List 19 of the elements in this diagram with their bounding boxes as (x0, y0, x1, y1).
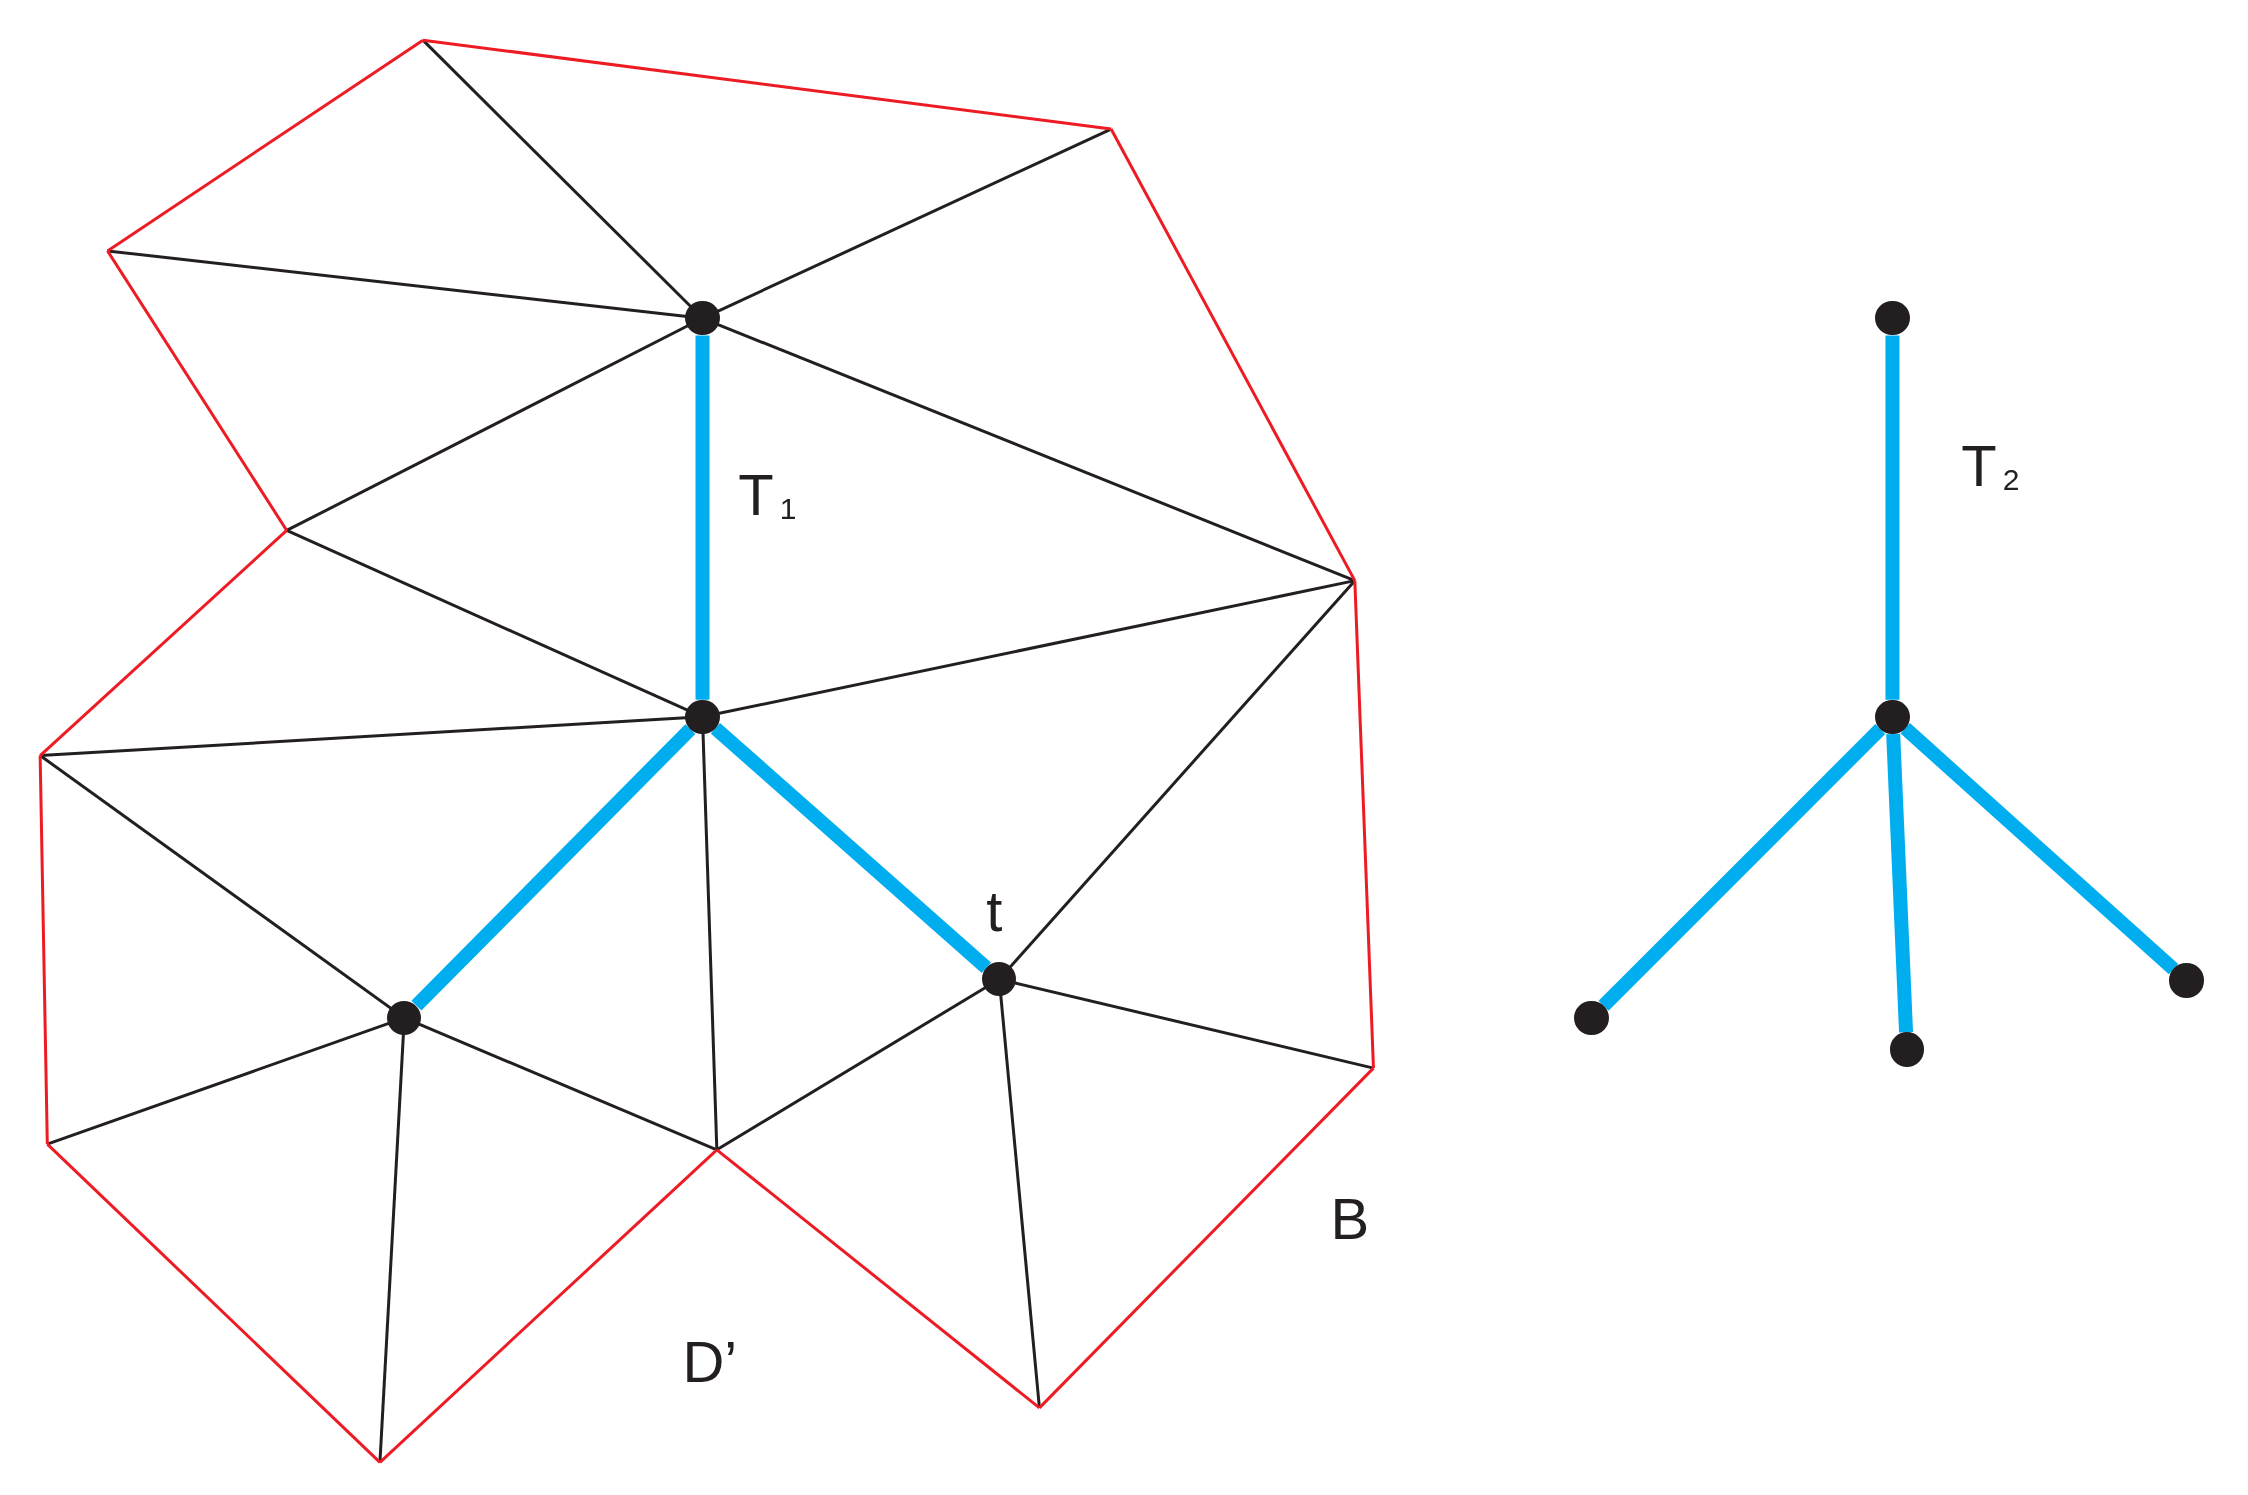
tree-edge (695, 335, 710, 700)
symbol-label: D’ (682, 1333, 738, 1392)
symbol-label: T$_{1}$ (738, 465, 797, 524)
symbol-label: T$_{2}$ (1961, 437, 2020, 496)
tree-edge (1598, 724, 1886, 1011)
vertex-dot (1574, 1000, 1609, 1036)
tree-edge (1885, 335, 1900, 700)
vertex-dot (1889, 1032, 1924, 1067)
tree-edge (411, 724, 696, 1011)
vertex-dot (387, 1000, 422, 1036)
vertex-dot (1875, 301, 1910, 336)
tree-edge (1886, 733, 1914, 1033)
vertex-dot (685, 301, 720, 336)
tree-edge (1900, 723, 2179, 975)
symbol-label: t (986, 881, 1003, 940)
vertex-dot (982, 962, 1017, 997)
tree-edge (710, 723, 991, 974)
symbol-label: B (1330, 1189, 1370, 1248)
vertex-dot (2169, 963, 2204, 998)
